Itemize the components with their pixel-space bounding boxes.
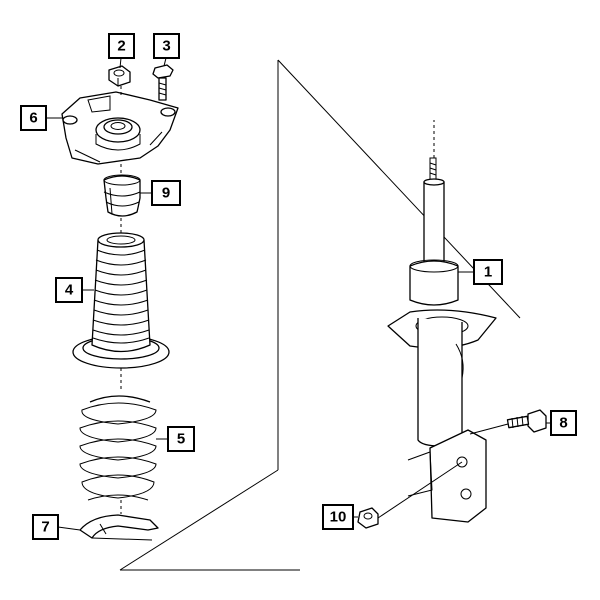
- callout-7-label: 7: [41, 519, 49, 536]
- part-spring-isolator: [79, 514, 159, 541]
- callout-3-label: 3: [162, 38, 170, 55]
- leader-lines: [46, 57, 551, 531]
- part-bolt-top: [152, 64, 174, 101]
- callout-10: 10: [322, 504, 354, 530]
- callout-5: 5: [167, 426, 195, 452]
- callout-3: 3: [153, 33, 180, 59]
- callout-4: 4: [55, 277, 83, 303]
- callout-5-label: 5: [177, 431, 185, 448]
- callout-8: 8: [550, 410, 577, 436]
- callout-9-label: 9: [162, 185, 170, 202]
- part-upper-mount: [61, 91, 179, 165]
- callout-2: 2: [108, 33, 135, 59]
- callout-2-label: 2: [117, 38, 125, 55]
- part-coil-spring: [79, 395, 157, 501]
- callout-6: 6: [20, 105, 47, 131]
- part-bump-stop: [103, 174, 141, 217]
- part-bolt-right: [506, 409, 547, 433]
- callout-4-label: 4: [65, 282, 74, 299]
- callout-8-label: 8: [559, 415, 567, 432]
- part-nut-top: [108, 65, 131, 87]
- callout-7: 7: [32, 514, 59, 540]
- callout-6-label: 6: [29, 110, 37, 127]
- callout-10-label: 10: [330, 509, 347, 526]
- callout-9: 9: [151, 180, 181, 206]
- callout-1-label: 1: [484, 264, 492, 281]
- part-dust-boot: [72, 232, 170, 369]
- part-nut-lower: [357, 507, 379, 529]
- part-strut-assembly: [387, 157, 497, 523]
- callout-1: 1: [473, 259, 503, 285]
